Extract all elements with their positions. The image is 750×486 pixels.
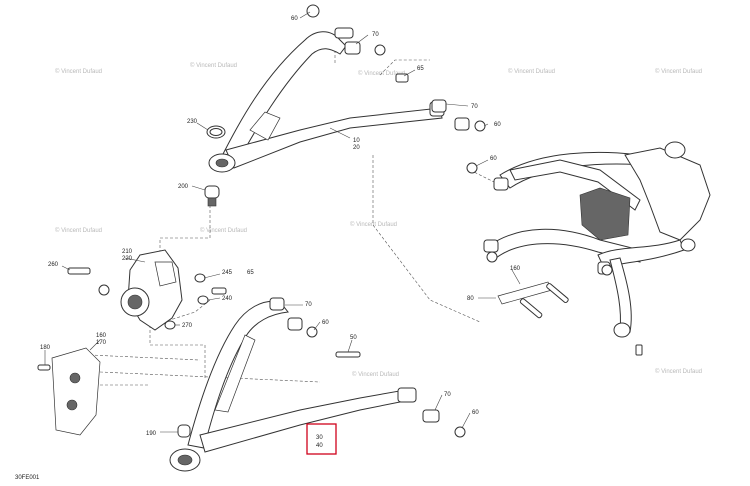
right-hardware — [497, 281, 569, 319]
ball-joint-200 — [204, 185, 220, 207]
callout-60: 60 — [490, 156, 497, 162]
highlight-box — [306, 423, 337, 455]
upper-a-arm — [208, 27, 445, 173]
watermark: © Vincent Dufaud — [200, 227, 247, 234]
callout-160: 160 — [510, 266, 521, 272]
watermark: © Vincent Dufaud — [352, 371, 399, 378]
highlighted-callout[interactable]: 30 40 — [306, 423, 337, 455]
watermark: © Vincent Dufaud — [350, 221, 397, 228]
callout-220: 220 — [122, 256, 133, 262]
upper-arm-hardware — [206, 4, 486, 139]
watermark: © Vincent Dufaud — [55, 68, 102, 75]
callout-80: 80 — [467, 296, 474, 302]
callout-65: 65 — [417, 66, 424, 72]
callout-160: 160 — [96, 333, 107, 339]
watermark: © Vincent Dufaud — [55, 227, 102, 234]
callout-30: 30 — [316, 435, 323, 441]
watermark: © Vincent Dufaud — [655, 68, 702, 75]
steering-knuckle — [67, 249, 183, 331]
callout-200: 200 — [178, 184, 189, 190]
callout-60: 60 — [472, 410, 479, 416]
lower-arm-hardware — [177, 317, 466, 438]
knuckle-hardware — [164, 273, 227, 330]
callout-60: 60 — [291, 16, 298, 22]
callout-50: 50 — [350, 335, 357, 341]
callout-190: 190 — [146, 431, 157, 437]
watermark: © Vincent Dufaud — [655, 368, 702, 375]
callout-260: 260 — [48, 262, 59, 268]
callout-65: 65 — [247, 270, 254, 276]
assembled-suspension — [466, 141, 711, 356]
callouts: 60 70 65 70 60 230 10 20 200 210 220 260… — [40, 16, 521, 437]
callout-20: 20 — [353, 145, 360, 151]
watermark: © Vincent Dufaud — [190, 62, 237, 69]
callout-230: 230 — [187, 119, 198, 125]
callout-70: 70 — [372, 32, 379, 38]
splash-guard — [37, 347, 101, 436]
callout-240: 240 — [222, 296, 233, 302]
watermark: © Vincent Dufaud — [508, 68, 555, 75]
callout-170: 170 — [96, 340, 107, 346]
lower-a-arm — [169, 297, 417, 472]
figure-code: 30FE001 — [15, 475, 40, 481]
callout-270: 270 — [182, 323, 193, 329]
callout-210: 210 — [122, 249, 133, 255]
callout-60: 60 — [322, 320, 329, 326]
callout-10: 10 — [353, 138, 360, 144]
callout-70: 70 — [305, 302, 312, 308]
callout-245: 245 — [222, 270, 233, 276]
callout-180: 180 — [40, 345, 51, 351]
callout-70: 70 — [471, 104, 478, 110]
callout-70: 70 — [444, 392, 451, 398]
callout-40: 40 — [316, 443, 323, 449]
callout-60: 60 — [494, 122, 501, 128]
leader-lines — [44, 11, 521, 433]
